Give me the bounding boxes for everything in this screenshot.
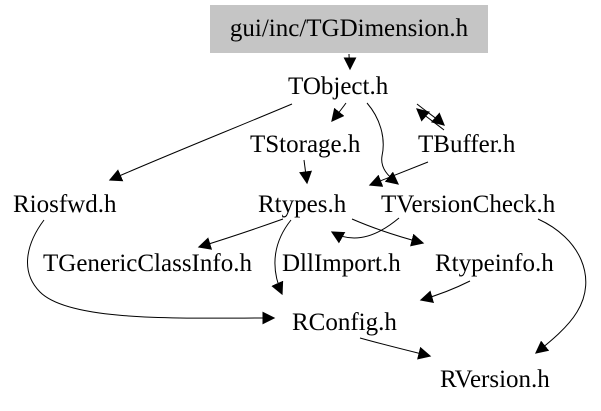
edge-tobject-tbuffer [416, 103, 445, 126]
edge-tbuffer-rtypes [368, 161, 429, 187]
node-tgdimension[interactable]: gui/inc/TGDimension.h [210, 5, 488, 53]
node-tversioncheck[interactable]: TVersionCheck.h [381, 191, 556, 218]
edge-tbuffer-tobject [416, 108, 445, 131]
edge-tversioncheck-rtypes [330, 217, 400, 244]
node-dllimport[interactable]: DllImport.h [282, 250, 401, 277]
edge-rtypes-tgenericclassinfo [197, 218, 284, 250]
edge-tobject-riosfwd [108, 103, 293, 182]
node-tgenericclassinfo[interactable]: TGenericClassInfo.h [43, 250, 252, 277]
edge-tobject-tversioncheck [366, 102, 400, 185]
edge-rtypes-rconfig [271, 219, 292, 296]
edge-tobject-tstorage [331, 102, 347, 123]
node-riosfwd[interactable]: Riosfwd.h [13, 191, 117, 218]
edge-tgdimension-tobject [343, 53, 357, 71]
edge-rconfig-rversion [359, 337, 432, 360]
node-rtypes[interactable]: Rtypes.h [258, 191, 347, 218]
edge-tstorage-rtypes [299, 159, 312, 185]
node-tobject[interactable]: TObject.h [288, 73, 389, 100]
edge-rtypes-rtypeinfo [351, 218, 425, 247]
node-rconfig[interactable]: RConfig.h [292, 309, 397, 336]
edge-tversioncheck-rversion [534, 218, 587, 354]
node-rversion[interactable]: RVersion.h [440, 366, 550, 393]
edge-riosfwd-rconfig [27, 219, 276, 325]
node-rtypeinfo[interactable]: Rtypeinfo.h [435, 250, 554, 277]
node-tstorage[interactable]: TStorage.h [250, 131, 361, 158]
edge-rtypeinfo-rconfig [419, 280, 471, 304]
node-tbuffer[interactable]: TBuffer.h [418, 131, 516, 158]
